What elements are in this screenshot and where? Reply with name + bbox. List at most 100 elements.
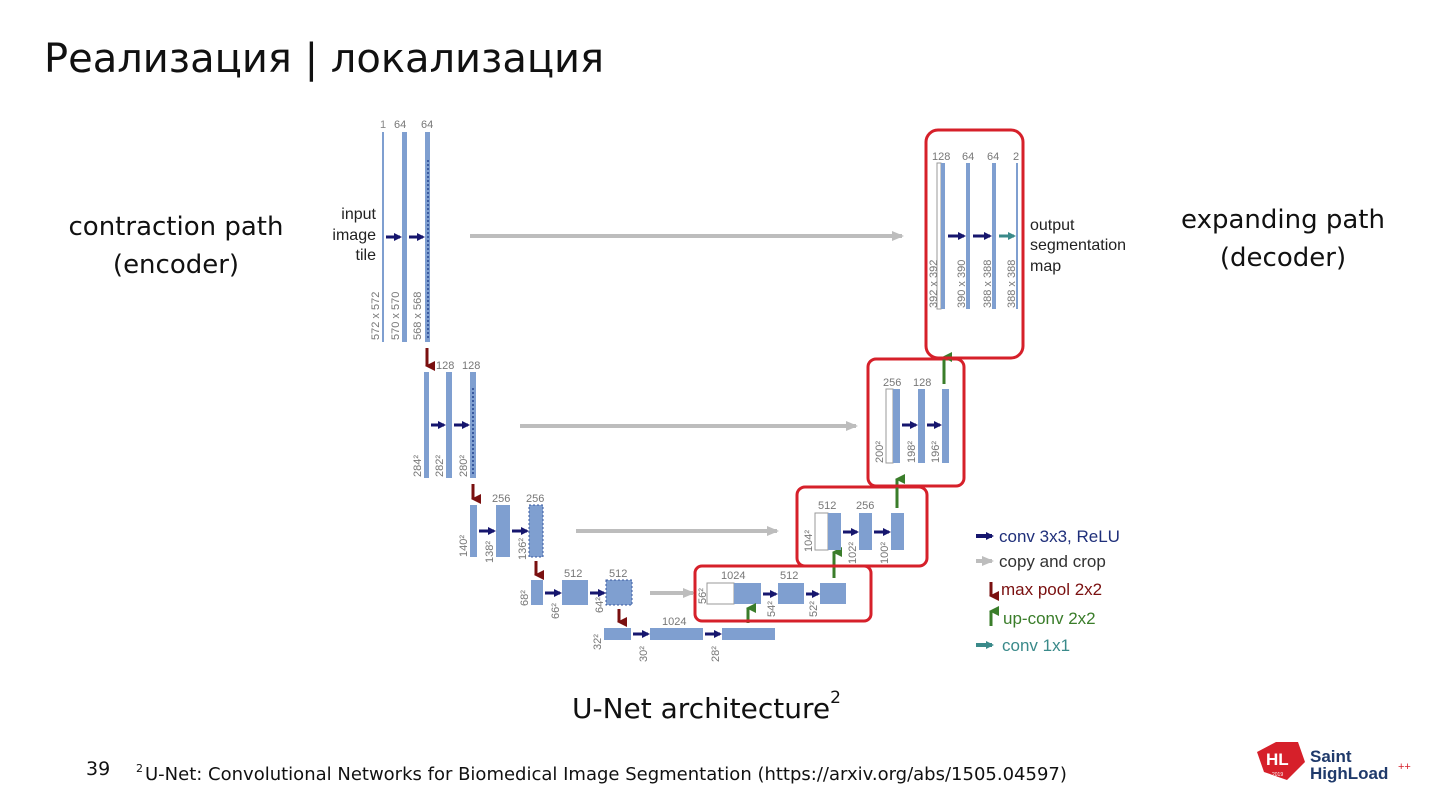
l2-a-channels: 128	[436, 360, 454, 372]
l5-conv1-block	[650, 628, 703, 640]
u3-conv2-block	[891, 513, 904, 550]
u1-b-channels: 64	[962, 151, 974, 163]
l2-b-channels: 128	[462, 360, 480, 372]
u3-in-size: 104²	[803, 530, 815, 552]
u3-highlight-box	[795, 485, 929, 568]
u3-a-channels: 512	[818, 500, 836, 512]
l4-b-size: 64²	[594, 597, 606, 613]
u2-conv1-block	[918, 389, 925, 463]
u4-b-channels: 512	[780, 570, 798, 582]
u3-up-block	[828, 513, 841, 550]
l1-input-block	[382, 132, 384, 342]
u4-in-size: 56²	[697, 588, 709, 604]
u1-conv1-block	[966, 163, 970, 309]
output-label-line2: segmentation	[1030, 237, 1126, 254]
l2-in-size: 284²	[412, 455, 424, 477]
u2-copy-block	[885, 388, 894, 464]
l3-a-size: 138²	[484, 541, 496, 563]
u3-a-size: 102²	[847, 542, 859, 564]
u3-b-size: 100²	[879, 542, 891, 564]
diagram-caption: U-Net architecture2	[572, 688, 841, 725]
input-label-line1: input	[341, 206, 376, 223]
page-number: 39	[86, 758, 111, 780]
input-label-line3: tile	[356, 247, 377, 264]
l1-b-size: 568 x 568	[412, 292, 424, 340]
u1-output-block	[1016, 163, 1018, 309]
l3-in-size: 140²	[458, 535, 470, 557]
l4-in-size: 68²	[519, 590, 531, 606]
u2-a-size: 198²	[906, 441, 918, 463]
l1-in-channels: 1	[380, 119, 386, 131]
caption-text: U-Net architecture	[572, 692, 831, 725]
l2-conv1-block	[446, 372, 452, 478]
l3-conv1-block	[496, 505, 510, 557]
l2-a-size: 282²	[434, 455, 446, 477]
logo-badge-text: HL	[1266, 750, 1289, 769]
u3-copy-block	[814, 512, 829, 551]
expanding-path-label: expanding path (decoder)	[1180, 201, 1386, 277]
l4-b-channels: 512	[609, 568, 627, 580]
l5-a-channels: 1024	[662, 616, 686, 628]
u2-up-block	[893, 389, 900, 463]
expanding-path-label-line2: (decoder)	[1219, 243, 1347, 273]
legend-upconv-label: up-conv 2x2	[1003, 609, 1096, 628]
u1-up-block	[941, 163, 945, 309]
u1-b-size: 388 x 388	[982, 260, 994, 308]
u4-a-size: 54²	[766, 601, 778, 617]
u2-conv2-block	[942, 389, 949, 463]
contraction-path-label: contraction path (encoder)	[68, 208, 284, 284]
u1-c-channels: 64	[987, 151, 999, 163]
u4-conv2-block	[820, 583, 846, 604]
l1-conv1-block	[402, 132, 407, 342]
legend-pool-label: max pool 2x2	[1001, 580, 1102, 599]
input-label-line2: image	[332, 227, 376, 244]
contraction-path-label-line1: contraction path	[68, 212, 284, 242]
l4-conv1-block	[562, 580, 588, 605]
logo-name-line2: HighLoad	[1310, 764, 1388, 783]
legend-conv-label: conv 3x3, ReLU	[999, 527, 1120, 546]
l1-in-size: 572 x 572	[370, 292, 382, 340]
u3-conv1-block	[859, 513, 872, 550]
u4-up-block	[734, 583, 761, 604]
u1-out-channels: 2	[1013, 151, 1019, 163]
contraction-path-label-line2: (encoder)	[112, 250, 240, 280]
l1-a-channels: 64	[394, 119, 406, 131]
l4-a-size: 66²	[550, 603, 562, 619]
u1-conv2-block	[992, 163, 996, 309]
u2-a-channels: 256	[883, 377, 901, 389]
l4-input-block	[531, 580, 543, 605]
l1-a-size: 570 x 570	[390, 292, 402, 340]
expanding-path-label-line1: expanding path	[1181, 205, 1385, 235]
u1-a-size: 390 x 390	[956, 260, 968, 308]
l3-a-channels: 256	[492, 493, 510, 505]
u2-in-size: 200²	[874, 441, 886, 463]
u2-highlight-box	[866, 357, 966, 488]
logo-badge-year: 2019	[1272, 772, 1283, 778]
u1-c-size: 388 x 388	[1006, 260, 1018, 308]
u3-b-channels: 256	[856, 500, 874, 512]
legend-conv1-label: conv 1x1	[1002, 636, 1070, 655]
l5-a-size: 30²	[638, 646, 650, 662]
footnote-text: U-Net: Convolutional Networks for Biomed…	[145, 764, 1067, 785]
l5-b-size: 28²	[710, 646, 722, 662]
l1-b-channels: 64	[421, 119, 433, 131]
l2-b-size: 280²	[458, 455, 470, 477]
l3-b-size: 136²	[517, 538, 529, 560]
l5-input-block	[604, 628, 631, 640]
l5-conv2-block	[722, 628, 775, 640]
u1-highlight-box	[924, 128, 1025, 360]
u1-in-size: 392 x 392	[928, 260, 940, 308]
u2-b-size: 196²	[930, 441, 942, 463]
slide-title: Реализация | локализация	[44, 36, 605, 82]
u4-a-channels: 1024	[721, 570, 745, 582]
l3-conv2-block	[528, 504, 544, 558]
caption-footnote-mark: 2	[830, 688, 841, 708]
l2-input-block	[424, 372, 429, 478]
footnote-mark: 2	[136, 762, 143, 775]
output-label-line3: map	[1030, 258, 1061, 275]
legend-copy-label: copy and crop	[999, 552, 1106, 571]
u1-a-channels: 128	[932, 151, 950, 163]
u4-highlight-box	[693, 564, 873, 623]
logo-name-line1: Saint	[1310, 747, 1352, 766]
